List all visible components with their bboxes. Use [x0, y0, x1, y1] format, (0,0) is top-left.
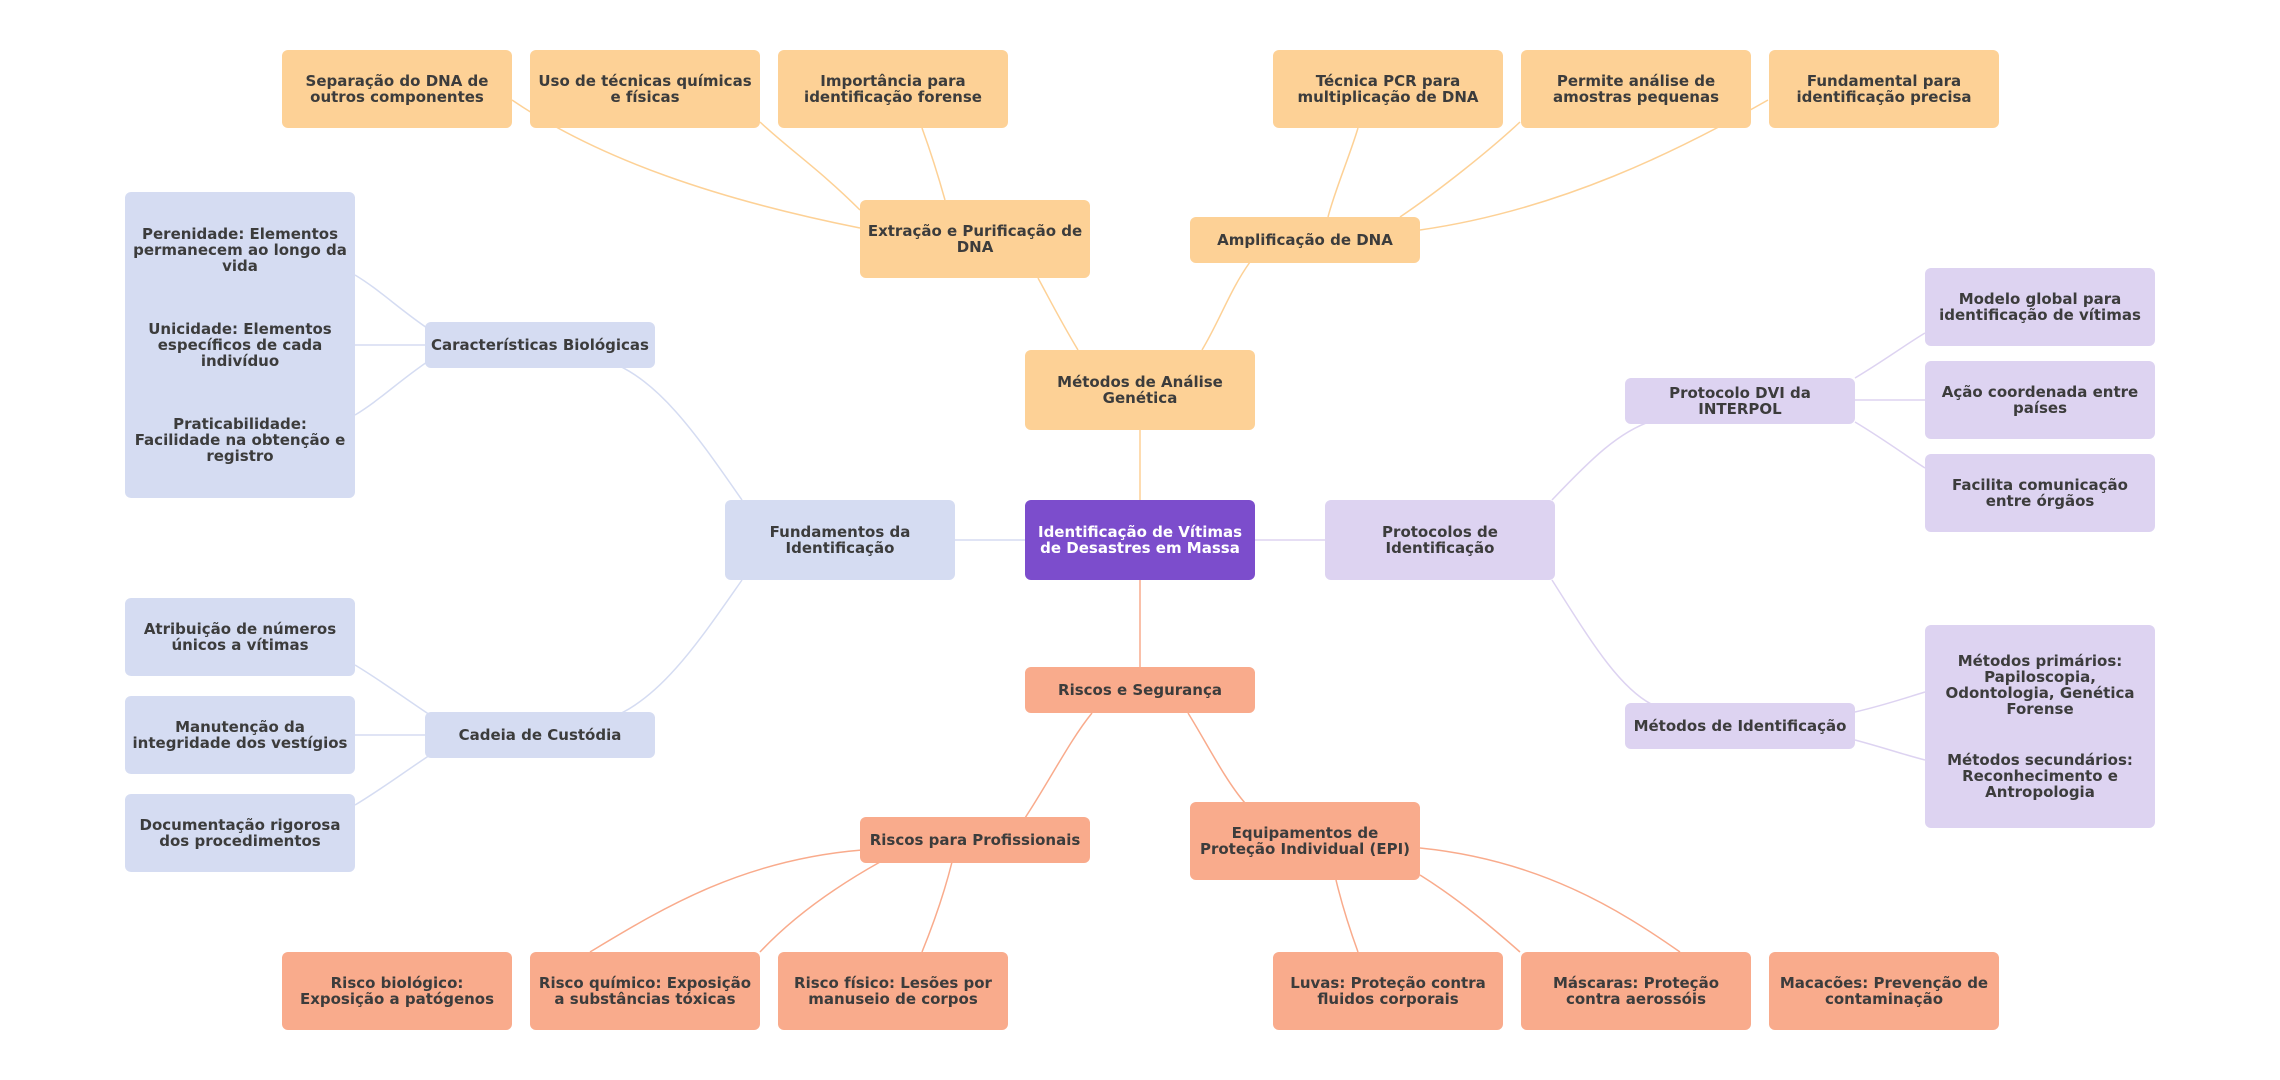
- leaf-separacao-dna[interactable]: Separação do DNA de outros componentes: [282, 50, 512, 128]
- node-fundamentos-identificacao[interactable]: Fundamentos da Identificação: [725, 500, 955, 580]
- edge-riscos-epi: [1187, 712, 1246, 804]
- leaf-group-metodos-identificacao: Métodos primários: Papiloscopia, Odontol…: [1925, 625, 2155, 828]
- edge-profissionais-fisico: [921, 861, 953, 953]
- leaf-mascaras[interactable]: Máscaras: Proteção contra aerossóis: [1521, 952, 1751, 1030]
- leaf-risco-biologico[interactable]: Risco biológico: Exposição a patógenos: [282, 952, 512, 1030]
- leaf-tecnicas-quimicas[interactable]: Uso de técnicas químicas e físicas: [530, 50, 760, 128]
- node-riscos-profissionais[interactable]: Riscos para Profissionais: [860, 817, 1090, 863]
- node-metodos-analise-genetica[interactable]: Métodos de Análise Genética: [1025, 350, 1255, 430]
- edge-caracteristicas-praticabilidade: [354, 359, 431, 416]
- edge-extracao-importancia: [921, 127, 946, 201]
- leaf-tecnica-pcr[interactable]: Técnica PCR para multiplicação de DNA: [1273, 50, 1503, 128]
- leaf-metodos-primarios[interactable]: Métodos primários: Papiloscopia, Odontol…: [1945, 651, 2135, 718]
- edge-caracteristicas-perenidade: [354, 274, 431, 331]
- node-cadeia-custodia[interactable]: Cadeia de Custódia: [425, 712, 655, 758]
- edge-profissionais-biologico: [589, 849, 863, 953]
- edge-metodosid-secundarios: [1854, 739, 1926, 761]
- edge-amplificacao-pcr: [1327, 127, 1359, 218]
- leaf-unicidade[interactable]: Unicidade: Elementos específicos de cada…: [148, 319, 332, 370]
- leaf-documentacao-rigorosa[interactable]: Documentação rigorosa dos procedimentos: [125, 794, 355, 872]
- leaf-metodos-secundarios[interactable]: Métodos secundários: Reconhecimento e An…: [1947, 751, 2133, 802]
- edge-fundamentos-caracteristicas: [609, 361, 743, 501]
- edge-extracao-uso: [759, 121, 861, 211]
- leaf-praticabilidade[interactable]: Praticabilidade: Facilidade na obtenção …: [134, 415, 346, 466]
- leaf-importancia-forense[interactable]: Importância para identificação forense: [778, 50, 1008, 128]
- leaf-atribuicao-numeros[interactable]: Atribuição de números únicos a vítimas: [125, 598, 355, 676]
- edge-epi-luvas: [1335, 879, 1359, 953]
- edge-metodosid-primarios: [1854, 691, 1926, 713]
- node-epi[interactable]: Equipamentos de Proteção Individual (EPI…: [1190, 802, 1420, 880]
- edge-protocolos-metodosid: [1551, 579, 1656, 707]
- edge-amplificacao-permite: [1399, 121, 1521, 218]
- node-protocolos-identificacao[interactable]: Protocolos de Identificação: [1325, 500, 1555, 580]
- leaf-risco-fisico[interactable]: Risco físico: Lesões por manuseio de cor…: [778, 952, 1008, 1030]
- edge-epi-mascaras: [1419, 874, 1521, 953]
- node-amplificacao[interactable]: Amplificação de DNA: [1190, 217, 1420, 263]
- node-caracteristicas-biologicas[interactable]: Características Biológicas: [425, 322, 655, 368]
- leaf-acao-coordenada[interactable]: Ação coordenada entre países: [1925, 361, 2155, 439]
- edge-metodos-amplificacao: [1201, 261, 1251, 351]
- edge-metodos-extracao: [1037, 277, 1079, 351]
- edge-dvi-facilita: [1854, 421, 1926, 469]
- edge-protocolos-dvi: [1551, 419, 1656, 501]
- node-metodos-identificacao[interactable]: Métodos de Identificação: [1625, 703, 1855, 749]
- edge-cadeia-documentacao: [354, 754, 431, 806]
- leaf-modelo-global[interactable]: Modelo global para identificação de víti…: [1925, 268, 2155, 346]
- leaf-perenidade[interactable]: Perenidade: Elementos permanecem ao long…: [133, 224, 347, 275]
- node-riscos-seguranca[interactable]: Riscos e Segurança: [1025, 667, 1255, 713]
- node-extracao-purificacao[interactable]: Extração e Purificação de DNA: [860, 200, 1090, 278]
- node-protocolo-dvi[interactable]: Protocolo DVI da INTERPOL: [1625, 378, 1855, 424]
- edge-cadeia-atribuicao: [354, 664, 431, 716]
- edge-profissionais-quimico: [759, 861, 881, 953]
- leaf-facilita-comunicacao[interactable]: Facilita comunicação entre órgãos: [1925, 454, 2155, 532]
- edge-dvi-modelo: [1854, 332, 1926, 379]
- edge-riscos-profissionais: [1024, 712, 1093, 819]
- root-node[interactable]: Identificação de Vítimas de Desastres em…: [1025, 500, 1255, 580]
- leaf-risco-quimico[interactable]: Risco químico: Exposição a substâncias t…: [530, 952, 760, 1030]
- leaf-amostras-pequenas[interactable]: Permite análise de amostras pequenas: [1521, 50, 1751, 128]
- leaf-identificacao-precisa[interactable]: Fundamental para identificação precisa: [1769, 50, 1999, 128]
- leaf-integridade-vestigios[interactable]: Manutenção da integridade dos vestígios: [125, 696, 355, 774]
- edge-fundamentos-cadeia: [609, 579, 743, 719]
- leaf-luvas[interactable]: Luvas: Proteção contra fluidos corporais: [1273, 952, 1503, 1030]
- leaf-group-caracteristicas: Perenidade: Elementos permanecem ao long…: [125, 192, 355, 498]
- edge-epi-macacoes: [1419, 847, 1681, 953]
- leaf-macacoes[interactable]: Macacões: Prevenção de contaminação: [1769, 952, 1999, 1030]
